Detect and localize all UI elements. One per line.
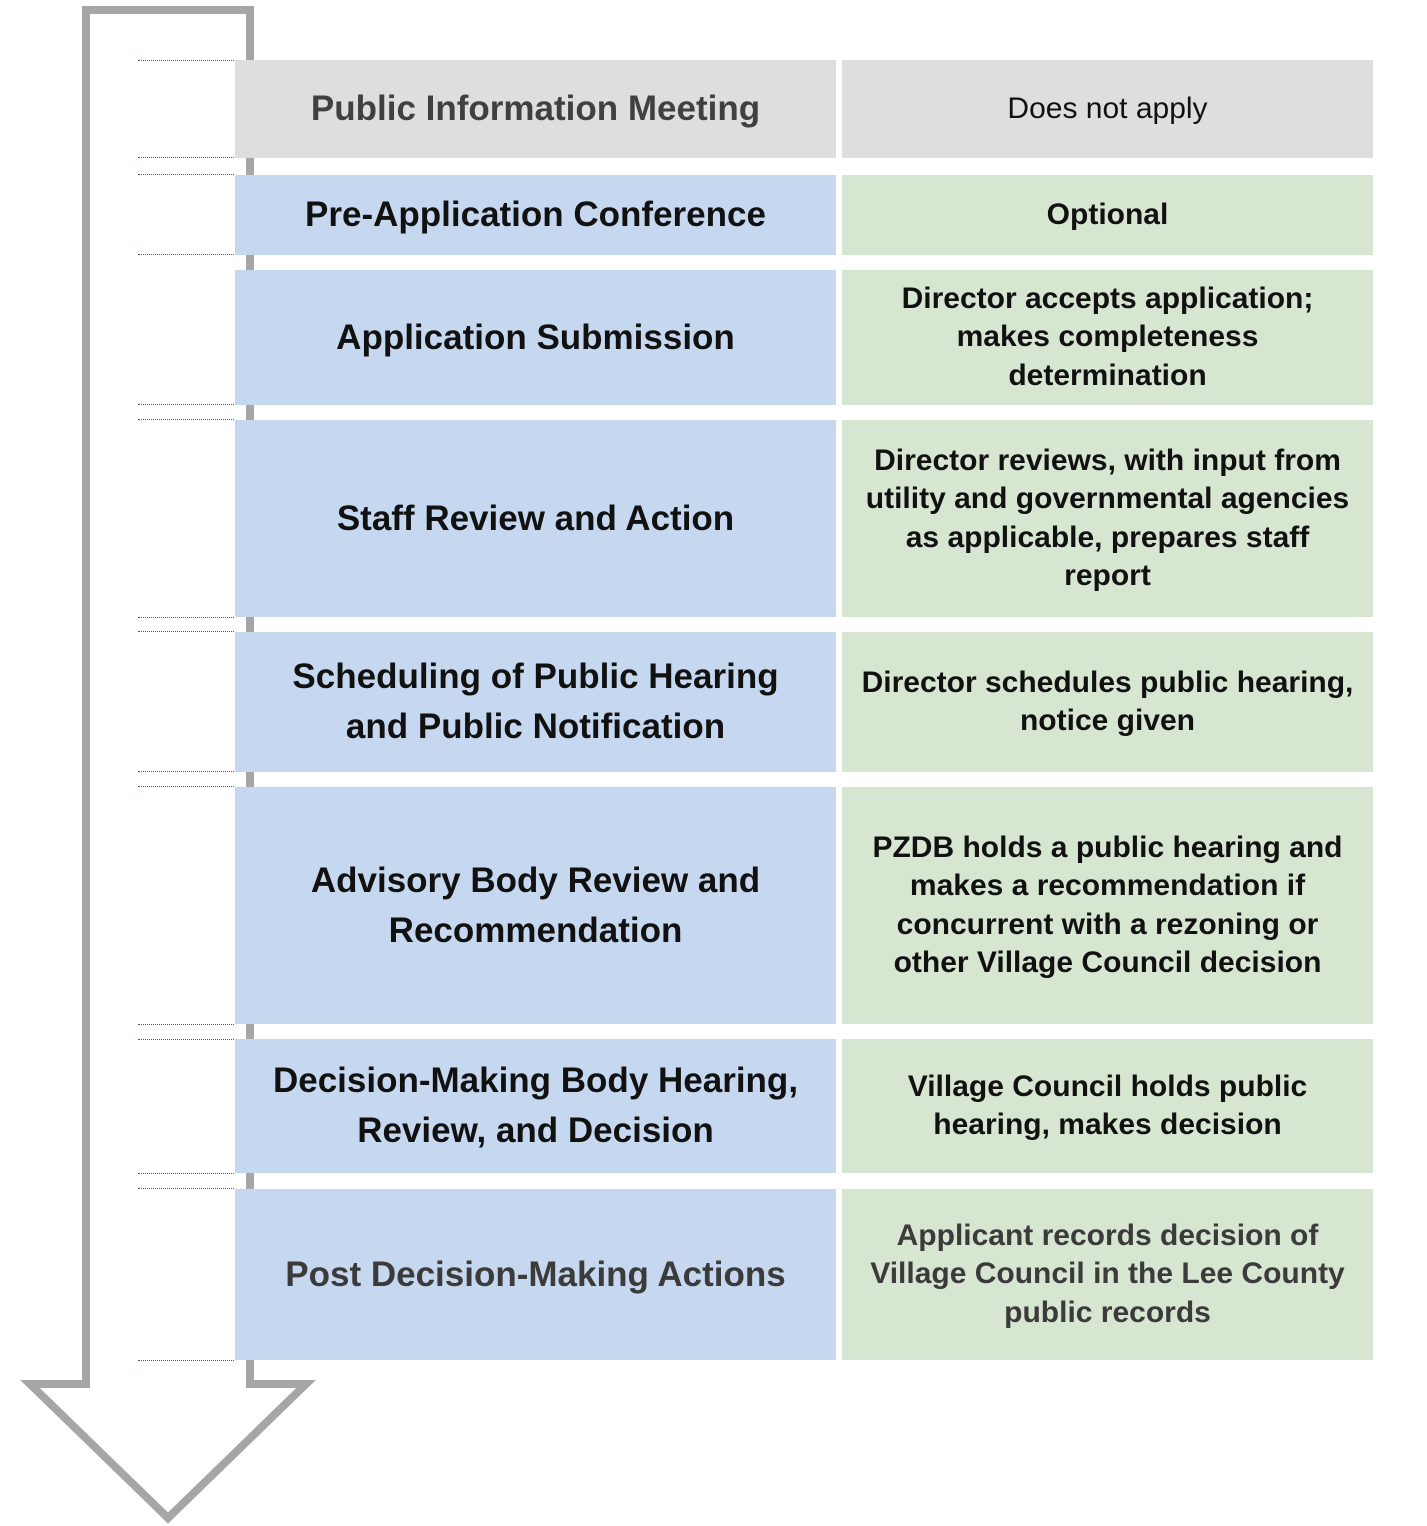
step-label-post-decision-making-actions: Post Decision-Making Actions <box>235 1189 836 1360</box>
step-description-scheduling-of-public-hearing: Director schedules public hearing, notic… <box>842 632 1373 772</box>
step-label-decision-making-body-hearing: Decision-Making Body Hearing, Review, an… <box>235 1039 836 1173</box>
dotted-line <box>138 617 234 618</box>
step-label-scheduling-of-public-hearing: Scheduling of Public Hearing and Public … <box>235 632 836 772</box>
dotted-line <box>138 254 234 255</box>
dotted-line <box>138 419 234 420</box>
dotted-line <box>138 1024 234 1025</box>
dotted-line <box>138 174 234 175</box>
dotted-line <box>138 1173 234 1174</box>
dotted-line <box>138 60 234 61</box>
step-description-decision-making-body-hearing: Village Council holds public hearing, ma… <box>842 1039 1373 1173</box>
step-description-pre-application-conference: Optional <box>842 175 1373 255</box>
dotted-line <box>138 1039 234 1040</box>
step-label-staff-review-and-action: Staff Review and Action <box>235 420 836 617</box>
step-label-advisory-body-review: Advisory Body Review and Recommendation <box>235 787 836 1024</box>
step-description-application-submission: Director accepts application; makes comp… <box>842 270 1373 405</box>
step-description-staff-review-and-action: Director reviews, with input from utilit… <box>842 420 1373 617</box>
dotted-line <box>138 631 234 632</box>
dotted-line <box>138 404 234 405</box>
step-label-pre-application-conference: Pre-Application Conference <box>235 175 836 255</box>
dotted-line <box>138 1360 234 1361</box>
step-label-application-submission: Application Submission <box>235 270 836 405</box>
step-description-public-information-meeting: Does not apply <box>842 60 1373 158</box>
dotted-line <box>138 786 234 787</box>
step-description-post-decision-making-actions: Applicant records decision of Village Co… <box>842 1189 1373 1360</box>
step-label-public-information-meeting: Public Information Meeting <box>235 60 836 158</box>
dotted-line <box>138 157 234 158</box>
dotted-line <box>138 1188 234 1189</box>
dotted-line <box>138 771 234 772</box>
step-description-advisory-body-review: PZDB holds a public hearing and makes a … <box>842 787 1373 1024</box>
